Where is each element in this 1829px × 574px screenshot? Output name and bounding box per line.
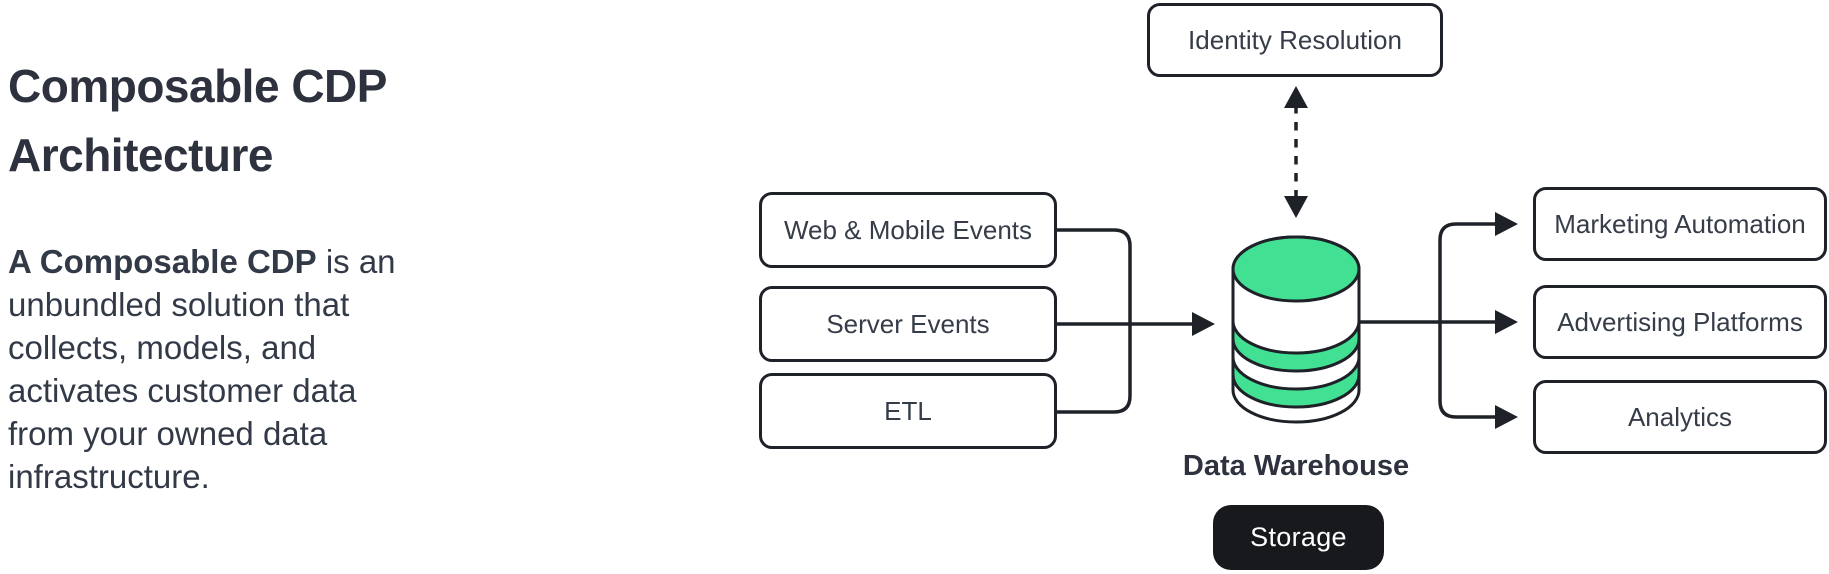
- destination-label: Analytics: [1627, 401, 1733, 432]
- destination-label: Advertising Platforms: [1557, 306, 1803, 337]
- storage-badge: Storage: [1213, 505, 1384, 570]
- data-warehouse-label: Data Warehouse: [1182, 450, 1410, 482]
- source-box-server-events: Server Events: [759, 286, 1057, 362]
- source-box-etl: ETL: [759, 373, 1057, 449]
- page-title: Composable CDP Architecture: [8, 60, 387, 181]
- destination-box-marketing-automation: Marketing Automation: [1533, 187, 1827, 261]
- destination-branch-connector: [1438, 222, 1496, 419]
- storage-badge-label: Storage: [1250, 522, 1347, 552]
- destination-box-advertising-platforms: Advertising Platforms: [1533, 285, 1827, 359]
- source-box-web-mobile-events: Web & Mobile Events: [759, 192, 1057, 268]
- identity-resolution-box: Identity Resolution: [1147, 3, 1443, 77]
- source-merge-connector: [1055, 228, 1132, 414]
- description-body: is an unbundled solution that collects, …: [8, 243, 396, 495]
- dest-arrowhead-top: [1495, 212, 1518, 236]
- dashed-arrowhead-up: [1284, 86, 1308, 108]
- destination-box-analytics: Analytics: [1533, 380, 1827, 454]
- destination-label: Marketing Automation: [1554, 208, 1806, 239]
- dest-arrowhead-bottom: [1495, 405, 1518, 429]
- source-label: Web & Mobile Events: [783, 214, 1033, 245]
- database-icon: [1231, 235, 1361, 424]
- description-lead: A Composable CDP: [8, 243, 317, 280]
- dest-arrowhead-mid: [1495, 310, 1518, 334]
- source-label: Server Events: [826, 308, 990, 339]
- source-label: ETL: [884, 395, 932, 426]
- warehouse-in-arrowhead: [1192, 312, 1215, 336]
- description-text: A Composable CDP is an unbundled solutio…: [8, 240, 708, 498]
- dashed-arrowhead-down: [1284, 196, 1308, 218]
- identity-resolution-label: Identity Resolution: [1188, 24, 1402, 55]
